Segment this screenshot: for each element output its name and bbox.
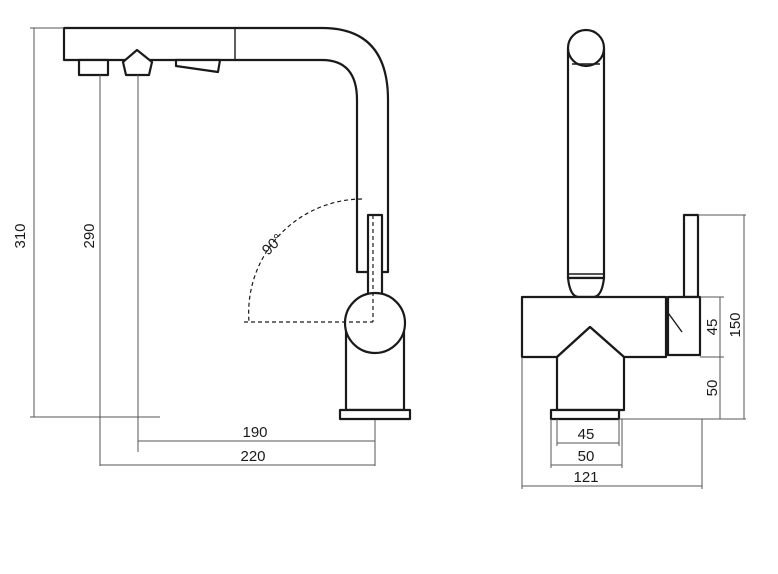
base-plate <box>338 408 412 421</box>
lower-column <box>555 325 626 412</box>
front-handle-lever <box>682 213 700 299</box>
dim-front-w121-label: 121 <box>573 469 598 486</box>
dim-front-50-label: 50 <box>704 380 721 397</box>
nozzle-left <box>77 58 110 77</box>
rotation-arc <box>248 198 363 323</box>
aerator <box>174 58 222 74</box>
front-view: 45 50 150 45 50 121 <box>520 28 746 489</box>
nozzle-center <box>121 48 154 77</box>
dim-front-w50-label: 50 <box>578 448 595 465</box>
dim-220-label: 220 <box>240 448 265 465</box>
dim-front-45-label: 45 <box>704 319 721 336</box>
handle-lever <box>366 213 384 299</box>
dim-190-label: 190 <box>242 424 267 441</box>
dim-290-label: 290 <box>81 223 98 248</box>
spout-body <box>62 26 390 274</box>
cartridge-circle <box>343 291 407 355</box>
spout-foot <box>566 276 606 299</box>
dim-front-150-label: 150 <box>727 312 744 337</box>
front-handle-divider <box>665 309 683 333</box>
front-handle-body <box>666 295 702 357</box>
dim-front-w45-label: 45 <box>578 426 595 443</box>
spout-tube <box>566 48 606 280</box>
side-view: 90° 310 290 190 220 <box>12 26 412 466</box>
dim-310-label: 310 <box>12 223 29 248</box>
front-base-plate <box>549 408 621 421</box>
rotation-angle-label: 90° <box>259 231 287 259</box>
spout-top-circle <box>566 28 606 68</box>
